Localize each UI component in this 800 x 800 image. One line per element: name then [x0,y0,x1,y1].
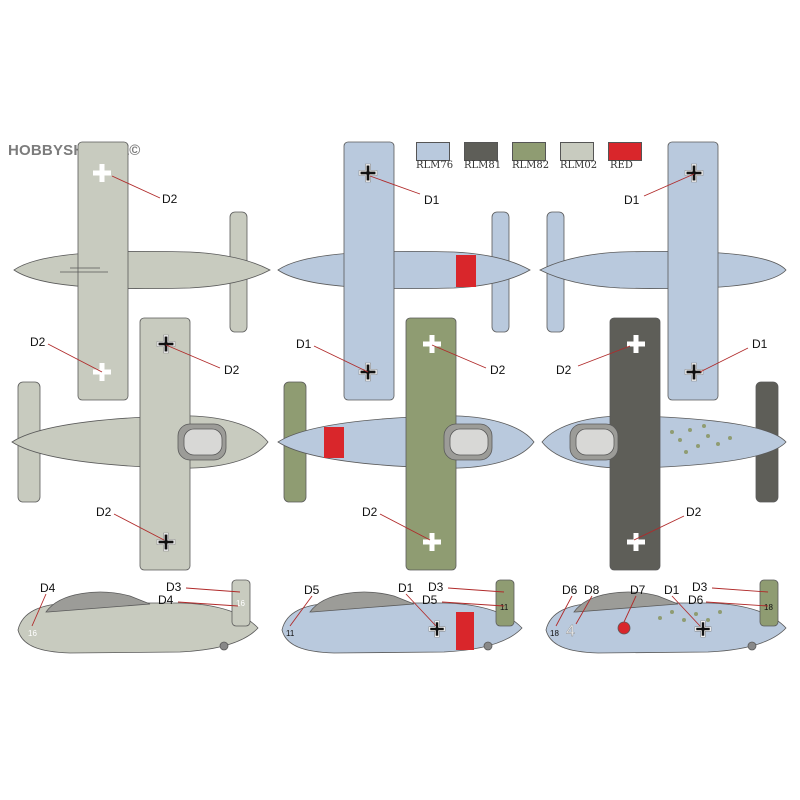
col1-side-view [17,579,259,654]
callout-col3-side-d3: D3 [692,580,708,594]
swatch-rlm82-label: RLM82 [512,160,550,171]
callout-col1-side-d4b: D4 [158,593,174,607]
callout-col2-bottom: D2 [362,505,378,519]
col2-nose-number: 11 [286,629,295,638]
callout-col2-top: D1 [424,193,440,207]
col3-fin-number: 18 [764,603,773,612]
callout-col3-side-d8: D8 [584,583,600,597]
col2-bottom-view [277,317,535,571]
swatch-rlm76-label: RLM76 [416,160,454,171]
swatch-rlm82 [512,142,546,161]
col1-bottom-view [11,317,269,571]
col3-top-view [539,141,787,401]
callout-col1-top: D2 [162,192,178,206]
callout-col2-side-d5b: D5 [422,593,438,607]
col1-nose-number: 16 [28,629,37,638]
callout-col3-side-d1: D1 [664,583,680,597]
col2-fin-number: 11 [500,603,509,612]
callout-col1-side-d4: D4 [40,581,56,595]
callout-col3-side-d6: D6 [562,583,578,597]
callout-col1-mid-left: D2 [30,335,46,349]
swatch-rlm02 [560,142,594,161]
callout-col1-mid-right: D2 [224,363,240,377]
swatch-rlm81-label: RLM81 [464,160,502,171]
swatch-rlm81 [464,142,498,161]
col3-code-number: 4 [566,623,575,640]
swatch-rlm76 [416,142,450,161]
callout-col3-side-d6b: D6 [688,593,704,607]
callout-col2-side-d3: D3 [428,580,444,594]
callout-col3-mid-left: D2 [556,363,572,377]
callout-col1-side-d3: D3 [166,580,182,594]
col2-side-view [281,579,523,654]
col3-side-view [545,579,787,654]
swatch-red [608,142,642,161]
callout-col2-side-d1: D1 [398,581,414,595]
callout-col2-mid-left: D1 [296,337,312,351]
col3-bottom-view [541,317,787,571]
swatch-rlm02-label: RLM02 [560,160,598,171]
callout-col2-side-d5: D5 [304,583,320,597]
callout-col3-mid-right: D1 [752,337,768,351]
callout-col3-side-d7: D7 [630,583,646,597]
col1-top-view [13,141,271,401]
col2-top-view [277,141,531,401]
swatch-red-label: RED [610,160,633,171]
col1-fin-number: 16 [236,599,245,608]
callout-col3-bottom: D2 [686,505,702,519]
callout-col2-mid-right: D2 [490,363,506,377]
col3-nose-number: 18 [550,629,559,638]
callout-col3-top: D1 [624,193,640,207]
callout-col1-bottom: D2 [96,505,112,519]
